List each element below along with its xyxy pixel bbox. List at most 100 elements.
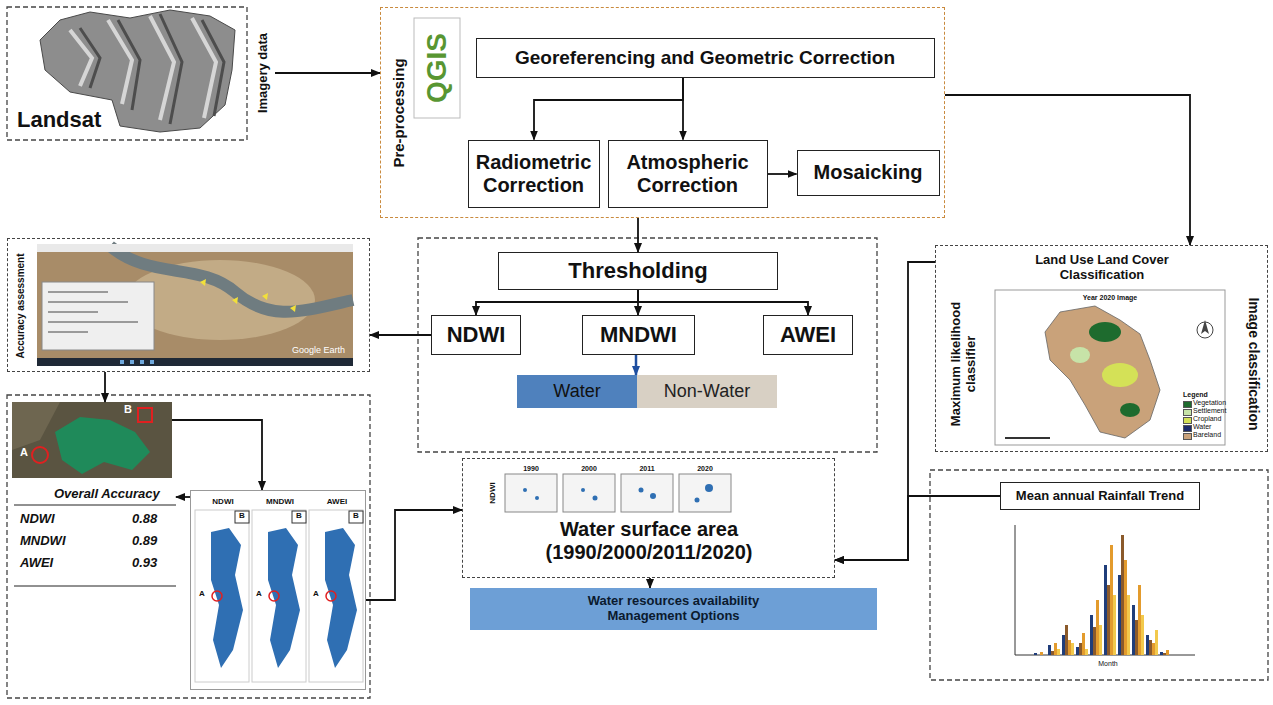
legend-swatch (1183, 433, 1192, 440)
node-text: MNDWI (266, 497, 294, 506)
label-text: NDWI (489, 482, 498, 503)
label-text: A (256, 590, 262, 599)
preprocessing-group: Pre-processing Georeferencing and Geometr… (380, 7, 945, 218)
connector-arrow (945, 95, 1190, 245)
node-text: MNDWI (20, 534, 66, 549)
label-text: 2011 (639, 465, 654, 473)
node-text: Water surface area (1990/2000/2011/2020) (519, 518, 779, 564)
node-text: Pre-processing (390, 58, 407, 167)
lulc-map (1120, 403, 1140, 417)
node-text: Water (553, 381, 600, 402)
label-text: Legend (1183, 391, 1208, 399)
legend-swatch (1183, 409, 1192, 416)
chart-bar (1076, 647, 1079, 655)
screenshot (37, 358, 353, 366)
label-text: Year 2020 Image (1083, 294, 1138, 302)
node-text: Maximum likelihood classifier (949, 279, 979, 449)
chart-bar (1132, 605, 1135, 655)
satellite-photo (12, 402, 172, 478)
comparison-maps (252, 510, 306, 682)
index-box: MNDWI (582, 315, 695, 355)
chart-bar (1071, 643, 1074, 655)
node-text: AWEI (780, 322, 836, 347)
chart-bar (1048, 645, 1051, 655)
chart-bar (1146, 635, 1149, 655)
comparison-maps (235, 511, 249, 523)
screenshot (200, 279, 296, 312)
comparison-maps (292, 511, 306, 523)
node-text: AWEI (20, 556, 53, 571)
panel-outline (7, 7, 247, 140)
chart-bar (1093, 627, 1096, 655)
node-text: Mosaicking (814, 161, 923, 184)
chart-bar (1124, 560, 1127, 655)
node-text: Water resources availability Management … (569, 594, 779, 624)
node-text: Georeferencing and Geometric Correction (515, 47, 895, 69)
chart-bar (1152, 643, 1155, 655)
lulc-map (1070, 347, 1090, 363)
connector-arrow (768, 173, 797, 175)
comparison-maps (211, 528, 243, 668)
chart-bar (1082, 633, 1085, 655)
node-text: 0.88 (132, 512, 157, 527)
comparison-maps (268, 528, 300, 668)
chart-bar (1107, 585, 1110, 655)
node-text: Overall Accuracy (54, 487, 160, 502)
node-text: Non-Water (664, 381, 750, 402)
legend-swatch (1183, 401, 1192, 408)
ndwi-strip (581, 488, 585, 492)
chart-bar (1121, 535, 1124, 655)
chart-bar (1110, 545, 1113, 655)
lulc-map (1005, 437, 1050, 439)
process-box: Radiometric Correction (468, 140, 600, 208)
label-text: B (296, 512, 302, 521)
label-text: Google Earth (292, 346, 345, 356)
ndwi-strip (621, 474, 673, 512)
satellite-photo (12, 402, 60, 450)
connector-arrow (682, 78, 684, 140)
table-rule (14, 505, 176, 586)
ndwi-strip (563, 474, 615, 512)
chart-bar (1118, 575, 1121, 655)
ndwi-strip (679, 474, 731, 512)
label-text: 1990 (523, 465, 539, 473)
ndwi-strip (705, 484, 713, 492)
chart-bar (1166, 650, 1169, 655)
legend-swatch (1183, 417, 1192, 424)
chart-bar (1062, 635, 1065, 655)
node-text: AWEI (327, 497, 347, 506)
connector-arrow (637, 218, 639, 252)
label-text: A (199, 590, 205, 599)
chart-bar (1079, 643, 1082, 655)
chart-bar (1057, 649, 1060, 655)
logo-frame (414, 18, 460, 118)
chart-bar (1155, 630, 1158, 655)
comparison-maps (195, 510, 249, 682)
output-box: Water resources availability Management … (470, 588, 877, 630)
chart-bar (1135, 620, 1138, 655)
comparison-maps (212, 591, 222, 601)
chart-bar (1149, 640, 1152, 655)
landsat-panel: LandsatImagery data (7, 7, 275, 140)
node-text: Atmospheric Correction (613, 151, 763, 197)
chart-bar (1096, 600, 1099, 655)
comparison-maps (325, 528, 357, 668)
process-box: Thresholding (498, 252, 778, 290)
chart-bar (1099, 625, 1102, 655)
lulc-map (1102, 363, 1138, 387)
comparison-maps (326, 591, 336, 601)
chart-bar (1160, 652, 1163, 655)
ndwi-strip (505, 474, 731, 512)
connector-arrow (172, 420, 262, 490)
label-text: QGIS (422, 33, 453, 103)
connector-arrow (104, 372, 106, 402)
chart-bar (1054, 643, 1057, 655)
node-text: 0.93 (132, 556, 157, 571)
class-band: Water (517, 375, 637, 408)
index-box: NDWI (431, 315, 521, 355)
legend-swatch (1183, 425, 1192, 432)
index-box: AWEI (763, 315, 853, 355)
legend-text: Water (1193, 423, 1211, 431)
group-outline (7, 395, 370, 698)
node-text: Imagery data (256, 33, 271, 113)
